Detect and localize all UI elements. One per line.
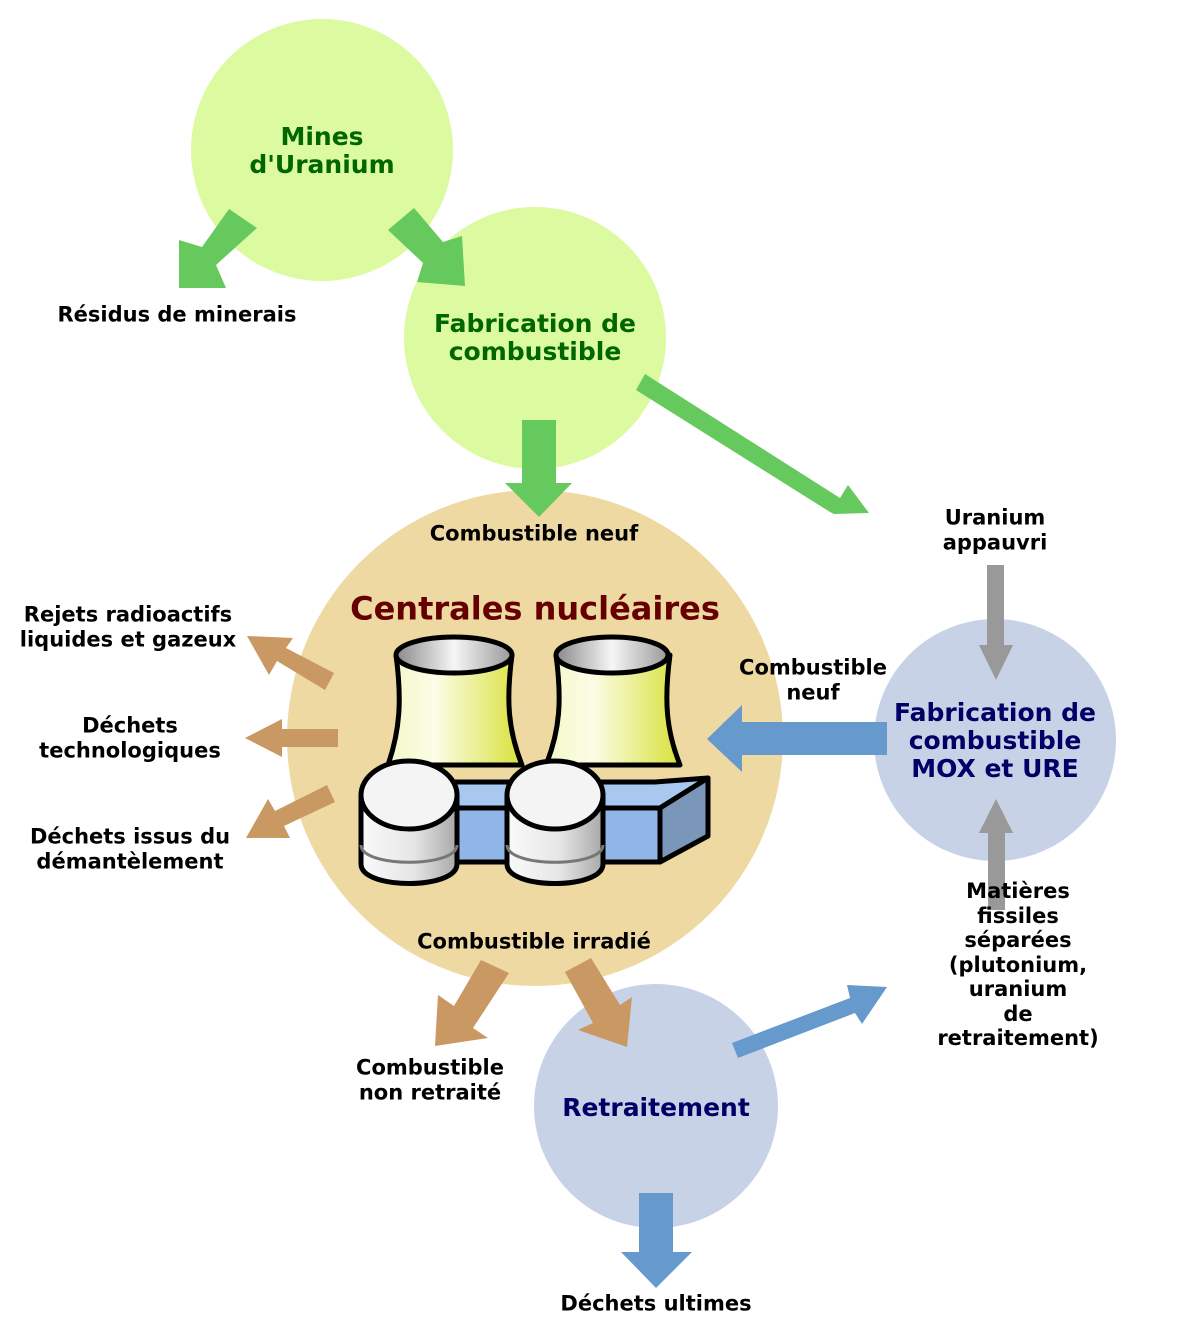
mines-title: Mines d'Uranium: [249, 122, 395, 179]
retraitement-title: Retraitement: [562, 1093, 750, 1122]
arrow-fabrication-to-uranium-appauvri: [636, 374, 869, 514]
cooling-tower-left-rim: [393, 634, 515, 676]
reactor-tank-right-top: [504, 758, 606, 832]
cooling-tower-right: [543, 652, 683, 768]
reactor-building-side: [657, 775, 711, 865]
dechets-techno-label: Déchets technologiques: [39, 713, 221, 762]
fabrication-title: Fabrication de combustible: [433, 309, 637, 366]
reactor-tank-left-top: [358, 758, 460, 832]
combustible-non-retraite-label: Combustible non retraité: [356, 1055, 504, 1104]
dechets-demantelement-label: Déchets issus du démantèlement: [29, 824, 231, 873]
combustible-neuf-label: Combustible neuf: [429, 521, 639, 546]
arrow-mines-to-residus: [179, 209, 257, 288]
cooling-tower-right-rim: [553, 634, 671, 676]
arrow-retraitement-to-dechets-ultimes: [621, 1193, 692, 1288]
rejets-label: Rejets radioactifs liquides et gazeux: [19, 602, 237, 651]
uranium-appauvri-label: Uranium appauvri: [942, 505, 1048, 554]
arrow-to-combustible-non-retraite: [435, 960, 509, 1046]
arrow-mines-to-fabrication: [388, 208, 465, 286]
arrow-to-dechets-demantelement: [246, 785, 335, 838]
centrales-title: Centrales nucléaires: [350, 589, 720, 628]
reactor-tank-left-band: [359, 844, 459, 864]
arrow-retraitement-to-matieres: [732, 985, 887, 1058]
dechets-ultimes-label: Déchets ultimes: [560, 1291, 752, 1316]
combustible-irradie-label: Combustible irradié: [417, 929, 651, 954]
fabrication-circle: [404, 207, 666, 469]
matieres-fissiles-label: Matières fissiles séparées (plutonium, u…: [937, 879, 1099, 1051]
cooling-tower-left: [385, 652, 525, 768]
arrow-uranium-appauvri-to-mox: [979, 565, 1013, 680]
arrow-to-rejets: [247, 636, 334, 690]
arrow-to-dechets-techno: [245, 719, 338, 757]
reactor-tank-right-band: [505, 844, 605, 864]
mines-circle: [191, 19, 453, 281]
combustible-neuf-mox-label: Combustible neuf: [739, 655, 887, 704]
mox-circle: [874, 619, 1116, 861]
arrow-fabrication-to-centrales: [505, 420, 572, 517]
arrow-to-retraitement: [565, 958, 632, 1047]
arrow-matieres-to-mox: [979, 799, 1013, 910]
arrow-mox-to-centrales: [707, 705, 887, 772]
nuclear-power-plant-icon: [358, 634, 711, 886]
mox-title: Fabrication de combustible MOX et URE: [893, 698, 1097, 783]
residus-label: Résidus de minerais: [57, 302, 297, 327]
retraitement-circle: [534, 984, 778, 1228]
